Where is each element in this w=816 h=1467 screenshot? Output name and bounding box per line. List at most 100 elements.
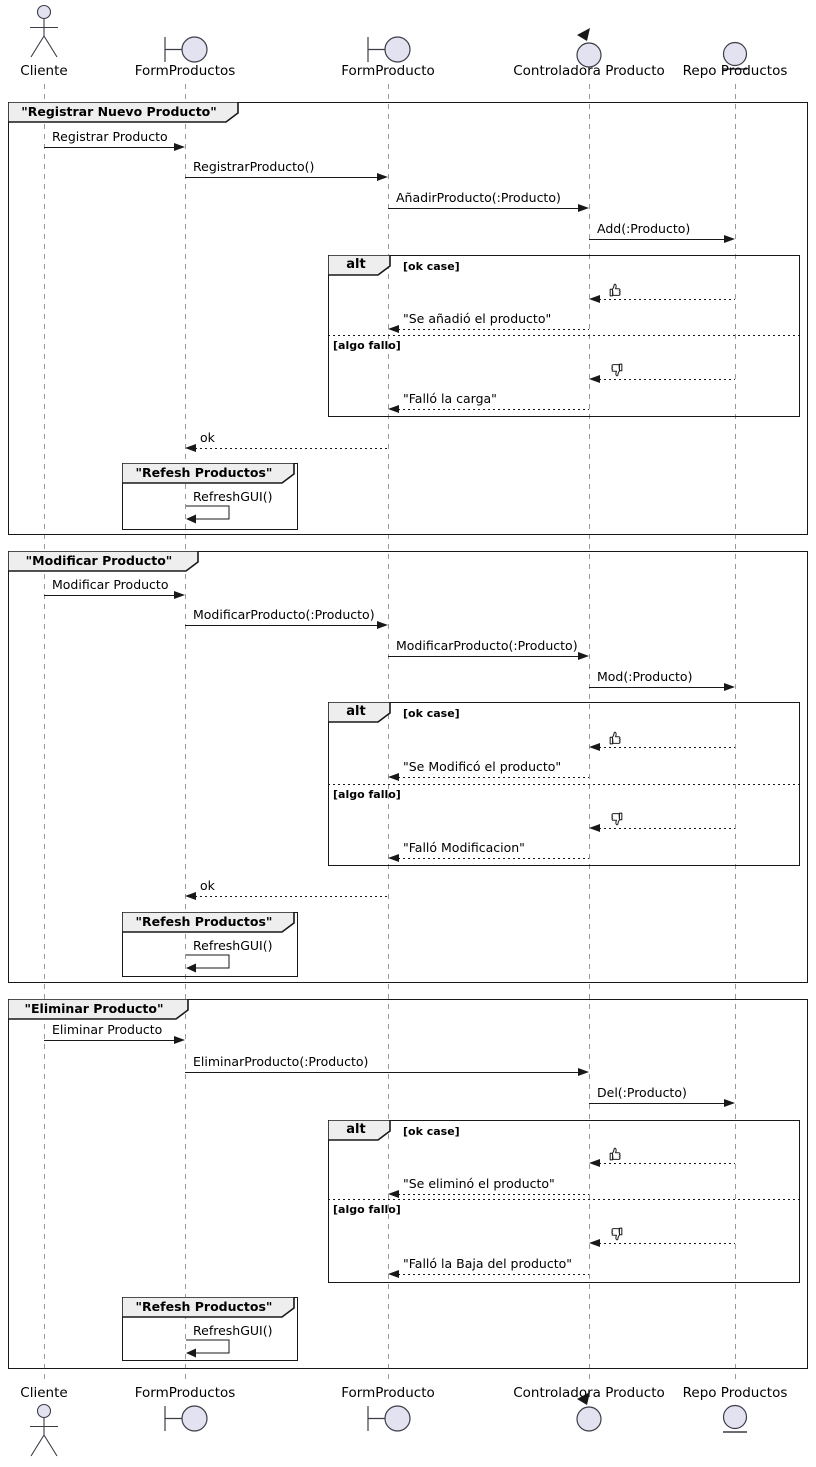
frame [8, 102, 808, 535]
alt-operator-label: alt [346, 257, 366, 272]
message-arrowhead [578, 1068, 589, 1076]
message-line [398, 777, 589, 778]
thumbs-up-icon [609, 1147, 623, 1161]
message-label: "Se añadió el producto" [403, 311, 552, 326]
message-arrowhead [377, 621, 388, 629]
ref-frame-title-shape [122, 912, 296, 934]
message-label: ModificarProducto(:Producto) [396, 638, 578, 653]
self-message-label: RefreshGUI() [193, 1323, 273, 1338]
alt-operator-label: alt [346, 704, 366, 719]
message-arrowhead [388, 854, 399, 862]
message-arrowhead [174, 591, 185, 599]
message-line [599, 1163, 735, 1164]
message-line [589, 239, 725, 240]
message-arrowhead [589, 295, 600, 303]
participant-label-top-formproducto: FormProducto [341, 63, 435, 79]
lifeline-cliente [44, 84, 45, 1384]
thumbs-down-icon [609, 812, 623, 826]
message-line [599, 828, 735, 829]
alt-condition-label: [ok case] [403, 707, 460, 720]
boundary-icon [358, 1402, 418, 1436]
alt-else-label: [algo fallo] [333, 1203, 401, 1216]
message-line [44, 147, 175, 148]
message-line [398, 1194, 589, 1195]
message-label: RegistrarProducto() [193, 159, 315, 174]
participant-label-top-repo-productos: Repo Productos [682, 63, 788, 79]
self-message-arrow [185, 954, 237, 974]
alt-operator-shape [328, 255, 392, 277]
message-line [398, 1274, 589, 1275]
self-message-label: RefreshGUI() [193, 489, 273, 504]
message-line [195, 448, 388, 449]
message-arrowhead [578, 652, 589, 660]
participant-label-top-controladora-producto: Controladora Producto [513, 63, 665, 79]
alt-else-label: [algo fallo] [333, 788, 401, 801]
message-line [388, 656, 579, 657]
alt-fragment [328, 1120, 800, 1283]
message-label: "Se Modificó el producto" [403, 759, 562, 774]
message-label: "Falló la carga" [403, 391, 497, 406]
alt-fragment [328, 255, 800, 417]
boundary-icon [358, 33, 418, 67]
message-line [599, 747, 735, 748]
message-line [185, 1072, 579, 1073]
alt-condition-label: [ok case] [403, 260, 460, 273]
boundary-icon [155, 33, 215, 67]
participant-label-bottom-formproducto: FormProducto [341, 1385, 435, 1401]
actor-icon [14, 1402, 74, 1458]
message-label: Del(:Producto) [597, 1085, 687, 1100]
alt-operator-shape [328, 1120, 392, 1142]
frame-title-label: "Eliminar Producto" [24, 1001, 164, 1016]
self-message-label: RefreshGUI() [193, 938, 273, 953]
message-label: "Falló Modificacion" [403, 840, 525, 855]
message-arrowhead [388, 773, 399, 781]
message-arrowhead [388, 1270, 399, 1278]
participant-label-bottom-formproductos: FormProductos [134, 1385, 236, 1401]
frame-title-label: "Registrar Nuevo Producto" [21, 104, 217, 119]
message-line [398, 409, 589, 410]
lifeline-formproductos [185, 84, 186, 1384]
boundary-icon [155, 1402, 215, 1436]
entity-icon [705, 1404, 765, 1438]
message-label: "Se eliminó el producto" [403, 1176, 555, 1191]
message-line [185, 625, 378, 626]
message-label: Modificar Producto [52, 577, 169, 592]
message-arrowhead [589, 743, 600, 751]
frame [8, 999, 808, 1369]
message-line [599, 299, 735, 300]
ref-frame-title-shape [122, 463, 296, 485]
message-arrowhead [724, 1099, 735, 1107]
frame-title-shape [8, 999, 190, 1021]
message-arrowhead [174, 143, 185, 151]
message-arrowhead [589, 824, 600, 832]
message-label: Add(:Producto) [597, 221, 691, 236]
alt-condition-label: [ok case] [403, 1125, 460, 1138]
thumbs-down-icon [609, 363, 623, 377]
message-arrowhead [724, 683, 735, 691]
self-message-arrow [185, 1339, 237, 1359]
message-label: "Falló la Baja del producto" [403, 1256, 573, 1271]
thumbs-up-icon [609, 283, 623, 297]
frame-title-label: "Modificar Producto" [25, 553, 173, 568]
alt-divider [328, 784, 800, 785]
lifeline-repo-productos [735, 84, 736, 1384]
message-arrowhead [174, 1036, 185, 1044]
message-label: ok [200, 878, 215, 893]
control-icon [559, 25, 619, 73]
thumbs-up-icon [609, 731, 623, 745]
ref-frame-title-shape [122, 1297, 296, 1319]
message-arrowhead [589, 375, 600, 383]
ref-frame-title-label: "Refesh Productos" [135, 465, 273, 480]
alt-else-label: [algo fallo] [333, 339, 401, 352]
lifeline-controladora-producto [589, 84, 590, 1384]
message-arrowhead [589, 1159, 600, 1167]
message-label: ModificarProducto(:Producto) [193, 607, 375, 622]
message-arrowhead [388, 325, 399, 333]
participant-label-bottom-repo-productos: Repo Productos [682, 1385, 788, 1401]
message-label: Mod(:Producto) [597, 669, 693, 684]
control-icon [559, 1389, 619, 1437]
message-line [599, 1243, 735, 1244]
self-message-arrow [185, 505, 237, 525]
frame [8, 551, 808, 983]
